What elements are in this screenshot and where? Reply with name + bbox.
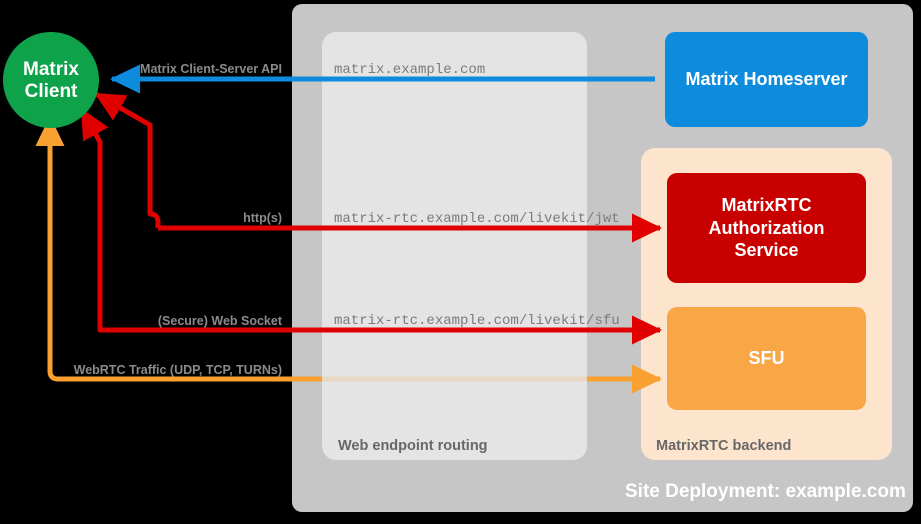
site-deployment-caption: Site Deployment: example.com <box>625 481 906 502</box>
matrix-homeserver-node[interactable] <box>665 32 868 127</box>
endpoint-url-matrix-host: matrix.example.com <box>334 62 486 78</box>
connection-label-client-server-api: Matrix Client-Server API <box>140 62 282 76</box>
connection-label-sfu-websocket: (Secure) Web Socket <box>157 314 282 328</box>
web-endpoint-routing-container <box>322 32 587 460</box>
routing-box-overlay <box>322 355 587 401</box>
connection-label-webrtc-media: WebRTC Traffic (UDP, TCP, TURNs) <box>73 363 282 377</box>
matrix-client-node[interactable] <box>3 32 99 128</box>
connection-label-jwt-http: http(s) <box>243 211 282 225</box>
endpoint-url-livekit-sfu: matrix-rtc.example.com/livekit/sfu <box>334 313 620 329</box>
sfu-node[interactable] <box>667 307 866 410</box>
connection-sfu-websocket-return <box>79 108 109 333</box>
connection-jwt-http-return <box>94 91 161 228</box>
endpoint-url-livekit-jwt: matrix-rtc.example.com/livekit/jwt <box>334 211 620 227</box>
connection-webrtc-media <box>47 120 663 394</box>
matrixrtc-backend-caption: MatrixRTC backend <box>656 438 792 454</box>
matrixrtc-authorization-service-node[interactable] <box>667 173 866 283</box>
web-endpoint-routing-caption: Web endpoint routing <box>338 438 488 454</box>
